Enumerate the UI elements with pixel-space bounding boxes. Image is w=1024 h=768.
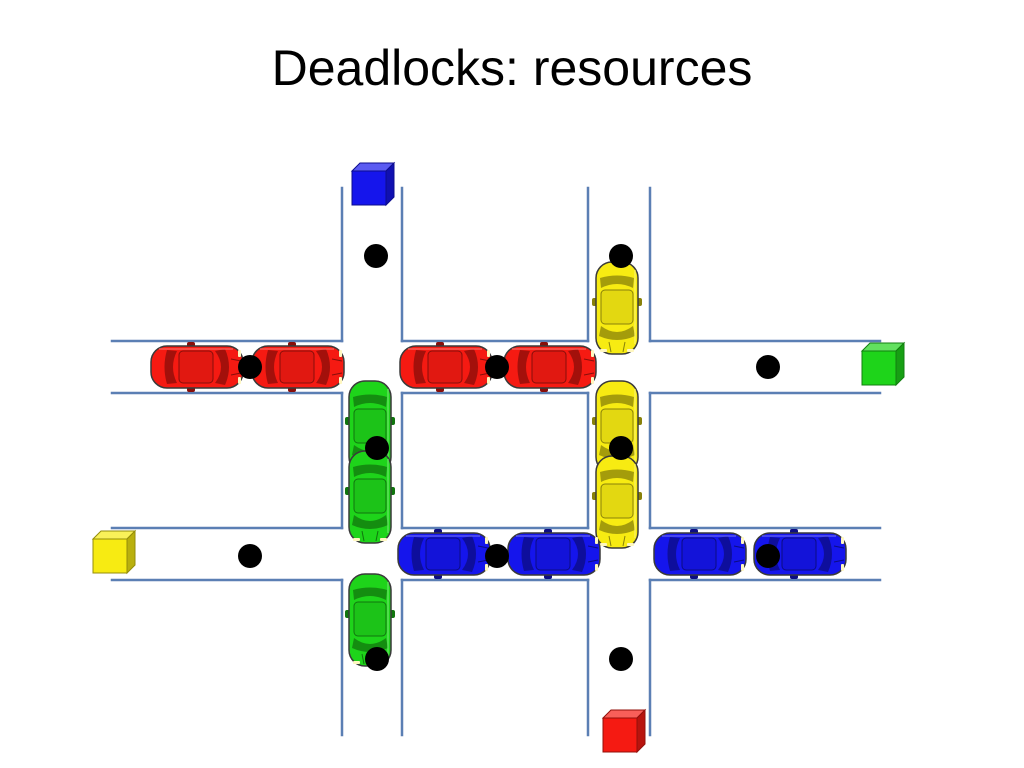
slide-title: Deadlocks: resources — [271, 40, 753, 96]
red-car — [399, 342, 493, 392]
green-car — [345, 450, 395, 544]
resource-marker — [238, 544, 262, 568]
blue-car — [507, 529, 601, 579]
resource-marker — [756, 544, 780, 568]
road-edges — [110, 186, 882, 737]
green-resource-box — [860, 341, 906, 387]
red-car — [251, 342, 345, 392]
resource-marker — [756, 355, 780, 379]
resource-marker — [485, 355, 509, 379]
resource-marker — [364, 244, 388, 268]
cars — [150, 261, 847, 667]
resource-marker — [365, 647, 389, 671]
blue-car — [653, 529, 747, 579]
red-resource-box — [601, 708, 647, 754]
resource-boxes — [91, 161, 906, 754]
resource-marker — [609, 244, 633, 268]
blue-car — [753, 529, 847, 579]
yellow-resource-box — [91, 529, 137, 575]
red-car — [150, 342, 244, 392]
yellow-car — [592, 261, 642, 355]
resource-marker — [365, 436, 389, 460]
resource-markers — [238, 244, 780, 671]
red-car — [503, 342, 597, 392]
yellow-car — [592, 455, 642, 549]
resource-marker — [238, 355, 262, 379]
resource-marker — [609, 647, 633, 671]
blue-resource-box — [350, 161, 396, 207]
blue-car — [397, 529, 491, 579]
resource-marker — [485, 544, 509, 568]
resource-marker — [609, 436, 633, 460]
